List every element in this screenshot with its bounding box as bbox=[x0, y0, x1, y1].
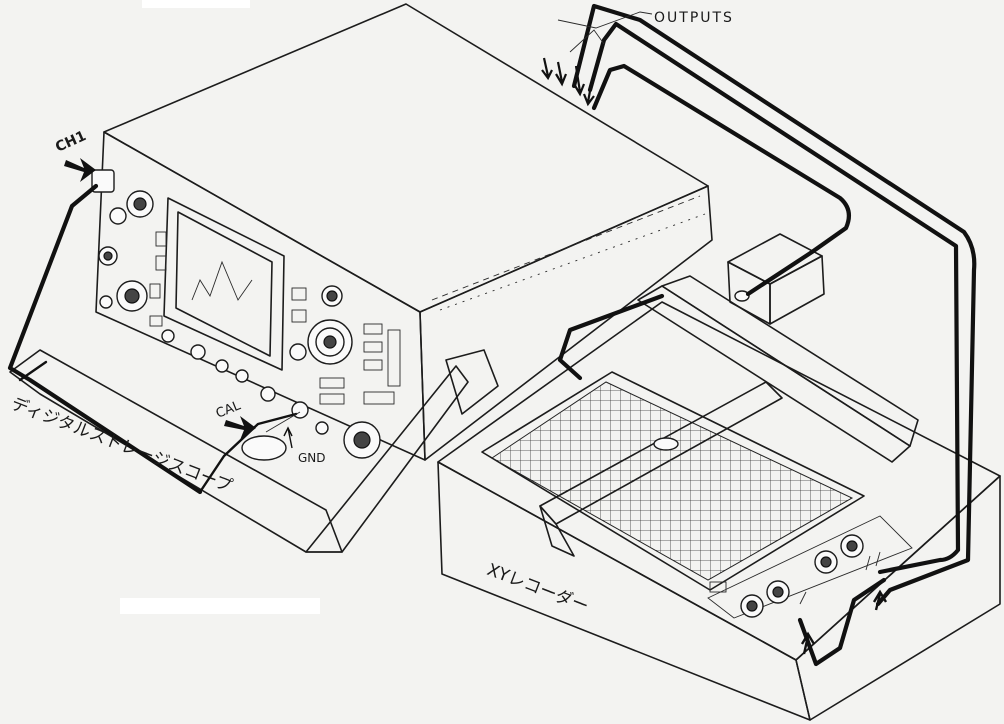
arrows bbox=[64, 57, 888, 655]
gnd-arrow-icon bbox=[287, 427, 293, 449]
blank-patch-1 bbox=[120, 598, 320, 614]
recorder-control-panel[interactable] bbox=[707, 515, 913, 619]
output-arrow-3-icon bbox=[573, 65, 586, 97]
output-arrow-4-icon bbox=[582, 79, 595, 107]
output-cables bbox=[557, 3, 977, 667]
xy-recorder bbox=[437, 233, 1001, 721]
recorder-plot-area bbox=[481, 371, 865, 591]
scope-top-face bbox=[103, 3, 709, 313]
gnd-label: GND bbox=[298, 451, 326, 465]
ch1-label: CH1 bbox=[53, 128, 88, 156]
recorder-name-label: XYレコーダー bbox=[484, 560, 591, 617]
output-arrow-2-icon bbox=[555, 61, 568, 87]
recorder-grid-paper bbox=[491, 381, 854, 581]
output-arrow-1-icon bbox=[541, 57, 553, 81]
cal-probe[interactable] bbox=[198, 411, 301, 494]
scope-crt-screen bbox=[163, 197, 285, 371]
scope-right-controls[interactable] bbox=[260, 285, 401, 459]
power-module-box bbox=[727, 233, 825, 325]
recorder-pen-arm[interactable] bbox=[539, 381, 783, 557]
ch1-probe-cable bbox=[7, 183, 203, 495]
output-cable-x bbox=[571, 3, 977, 607]
oscilloscope bbox=[7, 3, 713, 553]
scope-front-panel bbox=[95, 131, 426, 461]
ch1-arrow-icon bbox=[64, 158, 96, 182]
cal-label: CAL bbox=[214, 398, 244, 422]
outputs-label: OUTPUTS bbox=[654, 10, 734, 26]
blank-patch-2 bbox=[142, 0, 250, 8]
cal-arrow-icon bbox=[224, 416, 256, 440]
recorder-input-cable bbox=[557, 293, 665, 381]
recorder-side-face bbox=[795, 475, 1001, 721]
output-cable-ground bbox=[591, 63, 852, 297]
scope-name-label: ディジタルストレージスコープ bbox=[8, 393, 235, 497]
scope-left-controls[interactable] bbox=[98, 190, 249, 383]
recorder-pen-cable bbox=[797, 577, 887, 667]
recorder-arrow-2-icon bbox=[872, 589, 888, 611]
recorder-arrow-1-icon bbox=[800, 631, 816, 655]
output-cable-y bbox=[587, 21, 961, 575]
